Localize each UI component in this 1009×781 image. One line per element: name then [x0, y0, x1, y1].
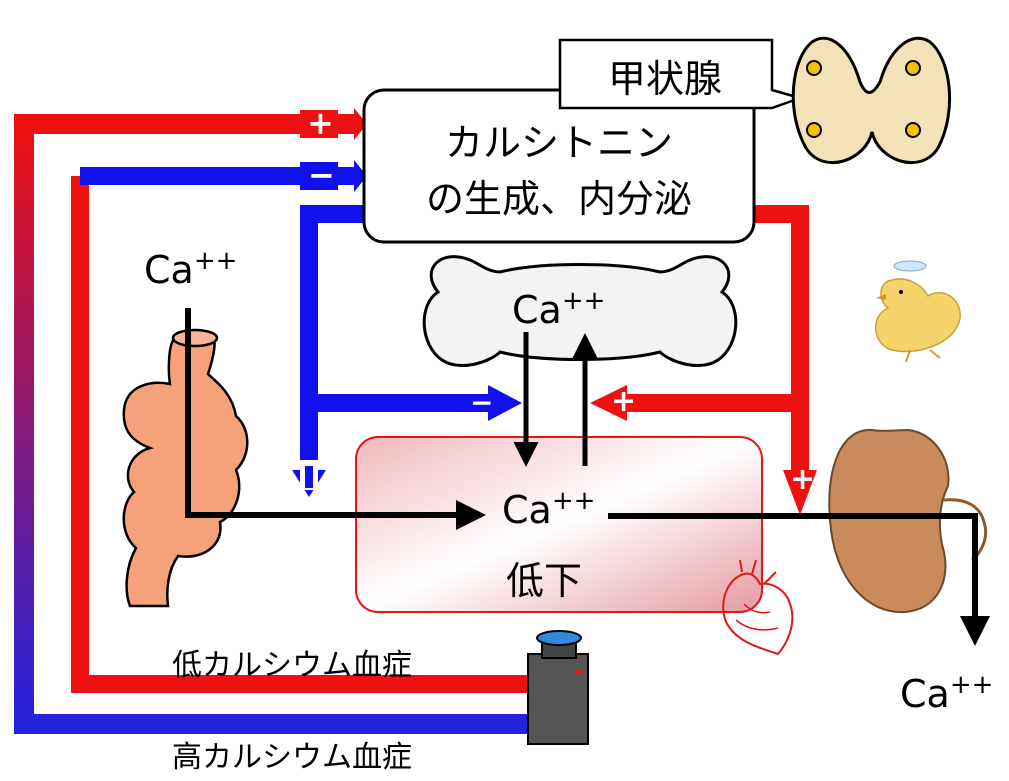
- thyroid-label: 甲状腺: [607, 57, 722, 101]
- plus-sign-bone: +: [611, 384, 637, 419]
- minus-sign-top: −: [308, 156, 335, 194]
- heart-icon: [722, 559, 794, 656]
- plus-sign-right: +: [790, 462, 816, 497]
- hypocalcemia-label: 低カルシウム血症: [172, 648, 412, 683]
- outer-feedback-path: [14, 114, 527, 734]
- calcitonin-line-2: の生成、内分泌: [425, 177, 692, 221]
- red-stimulate-path: [754, 205, 809, 470]
- bone-calcium-label: Ca++: [512, 286, 606, 332]
- blue-inhibit-path: [300, 205, 364, 470]
- bone-icon: [422, 255, 738, 367]
- lab-device-icon: [527, 630, 589, 745]
- chick-icon: [874, 260, 961, 363]
- hypercalcemia-label: 高カルシウム血症: [172, 740, 412, 775]
- hypocalcemia-path: [71, 176, 527, 693]
- calcitonin-text: カルシトニン の生成、内分泌: [364, 115, 754, 227]
- urine-calcium-label: Ca++: [900, 670, 994, 716]
- plus-sign-top: +: [307, 104, 334, 142]
- kidney-icon: [828, 428, 987, 614]
- arrow-head-minus: [354, 160, 367, 192]
- calcitonin-line-1: カルシトニン: [444, 121, 673, 165]
- blood-calcium-label: Ca++: [502, 486, 596, 532]
- intestine-absorption-arrow: [185, 308, 486, 530]
- decrease-label: 低下: [506, 559, 583, 603]
- renal-excretion-arrow: [608, 513, 990, 646]
- minus-sign-bone: −: [470, 386, 494, 419]
- intestine-calcium-label: Ca++: [144, 246, 238, 292]
- blood-calcium-box: [355, 436, 763, 613]
- thyroid-gland-icon: [791, 36, 952, 165]
- arrow-head-plus: [354, 108, 367, 140]
